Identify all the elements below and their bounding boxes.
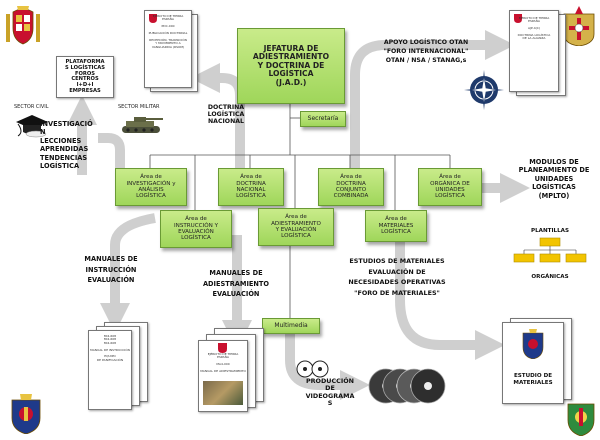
tank-icon [122,117,163,133]
arrow-manuales-instr [100,213,156,333]
modulos-label: MODULOS DE PLANEAMIENTO DE UNIDADES LOGÍ… [518,158,590,200]
coat-of-arms-icon [567,403,595,436]
sector-militar-label: SECTOR MILITAR [118,104,160,110]
arrow-investigacion [98,133,125,175]
coat-of-arms-icon [563,6,595,46]
sector-civil-label: SECTOR CIVIL [14,104,49,110]
graduation-cap-icon [16,115,48,138]
otan-document: EJÉRCITO DE TIERRA ESPAÑA AJP-4(C) DOCTR… [509,10,559,92]
doctrina-logistica-label: DOCTRINA LOGÍSTICA NACIONAL [207,104,245,126]
area-doctrina-box[interactable]: Área de DOCTRINA NACIONAL LOGÍSTICA [218,168,284,206]
jefatura-box[interactable]: JEFATURA DE ADIESTRAMIENTO Y DOCTRINA DE… [237,28,345,104]
manual-photo [203,381,243,405]
coat-of-arms-icon [514,14,522,23]
manuales-instruccion-label: MANUALES DE INSTRUCCIÓN EVALUACIÓN [84,255,138,284]
coat-of-arms-icon [6,6,40,45]
coat-of-arms-icon [522,329,544,359]
doctrina-document: EJÉRCITO DE TIERRA ESPAÑA PDC-000 PUBLIC… [144,10,192,88]
plantillas-label: PLANTILLAS [530,228,570,234]
estudios-label: ESTUDIOS DE MATERIALES EVALUACIÓN DE NEC… [348,257,446,297]
coat-of-arms-icon [149,14,157,23]
estudio-materiales-label: ESTUDIO DE MATERIALES [513,373,553,386]
area-conjunto-box[interactable]: Área de DOCTRINA CONJUNTO COMBINADA [318,168,384,206]
arrow-estudio [395,240,505,360]
apoyo-otan-label: APOYO LOGÍSTICO OTAN "FORO INTERNACIONAL… [383,39,469,64]
investigacion-label: INVESTIGACIÓ N LECCIONES APRENDIDAS TEND… [40,120,93,171]
arrow-dvd [285,332,370,400]
estudio-materiales-document: ESTUDIO DE MATERIALES [502,322,564,404]
manual-instruccion-document: MI4-608 MI4-608 MI4-608 MANUAL DE INSTRU… [88,330,132,410]
doctrina-document-text: EJÉRCITO DE TIERRA ESPAÑA PDC-000 PUBLIC… [148,14,188,49]
secretaria-box[interactable]: Secretaría [300,111,346,127]
manual-adiestramiento-document: EJÉRCITO DE TIERRA ESPAÑA MA4-000 MANUAL… [198,340,248,412]
dvd-icon [368,368,446,404]
otan-document-text: EJÉRCITO DE TIERRA ESPAÑA AJP-4(C) DOCTR… [517,16,551,41]
arrow-otan [350,30,515,170]
organicas-label: ORGÁNICAS [531,274,569,280]
area-unidades-box[interactable]: Área de ORGÁNICA DE UNIDADES LOGÍSTICA [418,168,482,206]
area-investigacion-box[interactable]: Área de INVESTIGACIÓN y ANÁLISIS LOGÍSTI… [115,168,187,206]
plataforma-label: PLATAFORMA S LOGÍSTICAS FOROS CENTROS I+… [64,59,106,94]
manuales-adiestramiento-label: MANUALES DE ADIESTRAMIENTO EVALUACIÓN [202,269,270,298]
area-instruccion-box[interactable]: Área de INSTRUCCIÓN Y EVALUACIÓN LOGÍSTI… [160,210,232,248]
coat-of-arms-icon [218,343,227,353]
plataforma-card: PLATAFORMA S LOGÍSTICAS FOROS CENTROS I+… [56,56,114,98]
org-chart-icon [513,237,587,263]
nato-compass-icon [464,70,504,110]
film-reel-icon [296,360,329,378]
area-materiales-box[interactable]: Área de MATERIALES LOGÍSTICA [365,210,427,242]
produccion-label: PRODUCCIÓN DE VIDEOGRAMA S [305,377,355,408]
coat-of-arms-icon [11,394,41,434]
multimedia-box[interactable]: Multimedia [262,318,320,334]
area-adiestramiento-box[interactable]: Área de ADIESTRAMIENTO Y EVALUACIÓN LOGÍ… [258,208,334,246]
manual-instruccion-text: MI4-608 MI4-608 MI4-608 MANUAL DE INSTRU… [90,334,130,362]
manual-adiestramiento-text: EJÉRCITO DE TIERRA ESPAÑA MA4-000 MANUAL… [200,352,246,374]
